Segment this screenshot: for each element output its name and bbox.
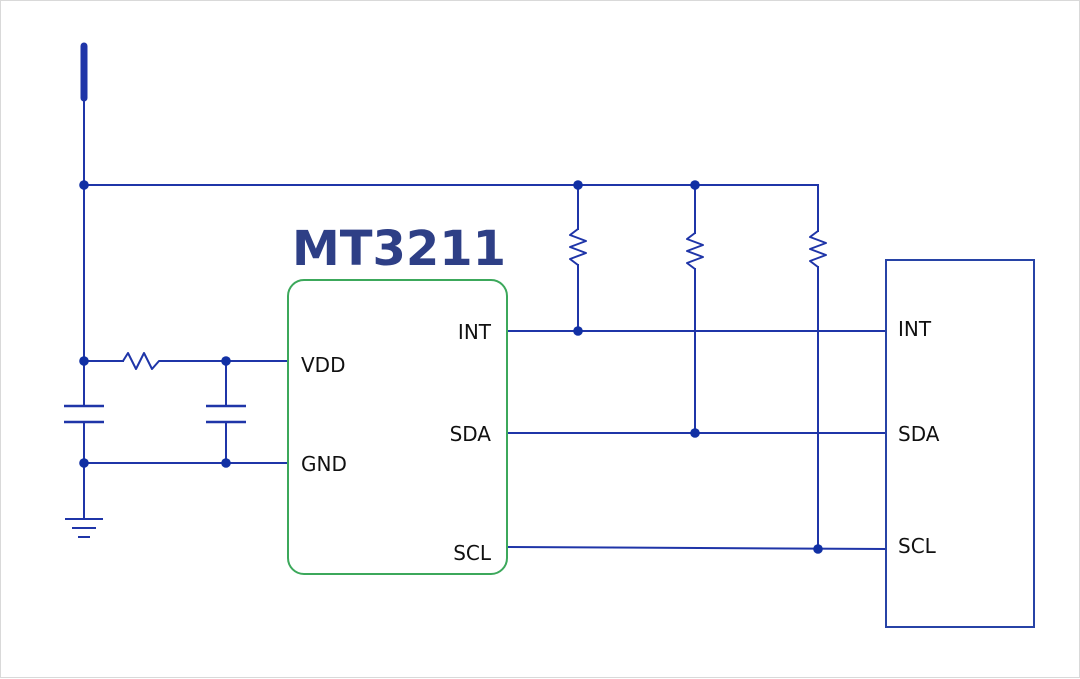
scl-pullup-resistor bbox=[809, 230, 827, 268]
chip-title: MT3211 bbox=[292, 221, 506, 277]
junction-gnd-right bbox=[221, 458, 231, 468]
junction-int-line bbox=[573, 326, 583, 336]
pullup-rail bbox=[83, 184, 819, 232]
junction-int-pullup-top bbox=[573, 180, 583, 190]
junction-vdd-right bbox=[221, 356, 231, 366]
sda-pullup-resistor bbox=[686, 232, 704, 270]
host-controller bbox=[885, 259, 1035, 628]
host-pin-scl: SCL bbox=[898, 534, 937, 558]
vdd-series-resistor bbox=[122, 352, 165, 370]
chip-pin-scl: SCL bbox=[453, 541, 492, 565]
junction-sda-line bbox=[690, 428, 700, 438]
chip-pin-vdd: VDD bbox=[301, 353, 345, 377]
junction-supply-top bbox=[79, 180, 89, 190]
junction-sda-pullup-top bbox=[690, 180, 700, 190]
junction-scl-line bbox=[813, 544, 823, 554]
chip-pin-int: INT bbox=[458, 320, 492, 344]
int-pullup-resistor bbox=[569, 228, 587, 266]
mt3211-chip bbox=[287, 279, 508, 575]
scl-line bbox=[506, 545, 888, 551]
junction-gnd-left bbox=[79, 458, 89, 468]
junction-vdd-left bbox=[79, 356, 89, 366]
chip-pin-gnd: GND bbox=[301, 452, 347, 476]
host-pin-sda: SDA bbox=[898, 422, 940, 446]
chip-pin-sda: SDA bbox=[450, 422, 492, 446]
host-pin-int: INT bbox=[898, 317, 932, 341]
